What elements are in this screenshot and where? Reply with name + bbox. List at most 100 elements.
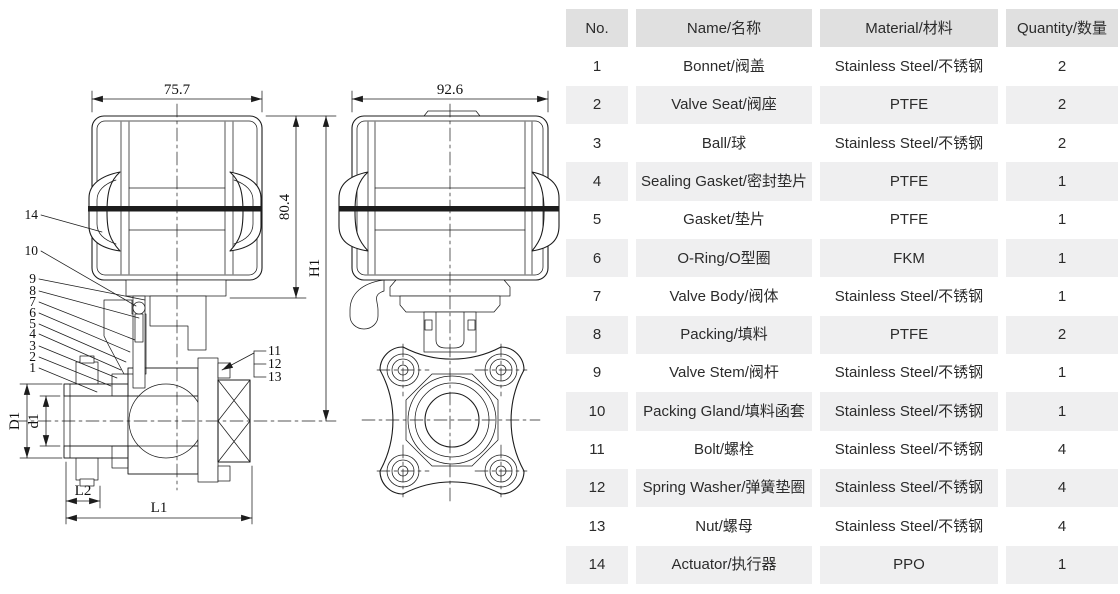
dim-overall-length: L1 [151, 500, 168, 516]
callout-1: 1 [29, 360, 36, 375]
cell-qty: 4 [1006, 468, 1118, 508]
cell-material: Stainless Steel/不锈钢 [834, 517, 984, 535]
cell-qty: 2 [1057, 134, 1067, 152]
callout-3: 3 [29, 338, 36, 353]
cell-name: Valve Stem/阀杆 [669, 364, 779, 382]
packing-gland [132, 301, 146, 315]
cell-qty: 4 [1057, 441, 1067, 459]
cell-name: Sealing Gasket/密封垫片 [636, 162, 812, 201]
actuator-front [88, 115, 263, 281]
cell-no: 12 [566, 468, 628, 508]
callout-7: 7 [29, 294, 36, 309]
dimensions: 75.7 92.6 80.4 H1 D1 d1 [7, 82, 549, 525]
callout-4: 4 [29, 326, 36, 341]
cell-qty: 1 [1006, 238, 1118, 278]
cell-qty: 1 [1057, 211, 1067, 229]
cell-material: Stainless Steel/不锈钢 [834, 57, 984, 75]
callout-10: 10 [25, 243, 39, 258]
cell-no: 8 [566, 315, 628, 354]
callout-14: 14 [25, 207, 39, 222]
bolt-bottom [217, 465, 231, 482]
dim-front-width: 75.7 [164, 82, 191, 98]
dim-actuator-height: 80.4 [277, 193, 293, 220]
centerlines [13, 103, 541, 503]
front-view [63, 115, 263, 487]
cell-no: 2 [566, 85, 628, 124]
header-material: Material/材料 [820, 9, 998, 48]
callout-13: 13 [268, 369, 282, 384]
header-no: No. [566, 9, 628, 48]
bonnet-hatched [103, 299, 147, 375]
cell-material: FKM [820, 238, 998, 278]
dim-total-height: H1 [307, 259, 323, 277]
cell-qty: 1 [1006, 162, 1118, 201]
callout-12: 12 [268, 356, 282, 371]
dim-bore-diameter: d1 [26, 414, 42, 429]
cell-material: Stainless Steel/不锈钢 [820, 392, 998, 431]
cell-name: Packing/填料 [636, 315, 812, 354]
cell-material: PTFE [820, 85, 998, 124]
bolt-top [217, 362, 231, 379]
flange-bore [424, 392, 480, 448]
union-end-section [197, 357, 251, 483]
cable-gland-elbow [349, 279, 385, 330]
cell-no: 1 [592, 57, 602, 75]
cell-material: Stainless Steel/不锈钢 [834, 441, 984, 459]
cell-no: 10 [566, 392, 628, 431]
callout-11: 11 [268, 343, 281, 358]
cell-qty: 1 [1057, 364, 1067, 382]
cell-material: Stainless Steel/不锈钢 [834, 364, 984, 382]
table-row: 9 Valve Stem/阀杆 Stainless Steel/不锈钢 1 [566, 354, 1118, 392]
cell-material: PTFE [820, 315, 998, 354]
actuator-seam-band [88, 206, 262, 212]
callout-6: 6 [29, 305, 36, 320]
dim-thread-length: L2 [75, 483, 92, 499]
cell-no: 6 [566, 238, 628, 278]
cell-no: 5 [592, 211, 602, 229]
dim-side-width: 92.6 [437, 82, 464, 98]
header-name: Name/名称 [636, 9, 812, 48]
callout-9: 9 [29, 271, 36, 286]
cell-qty: 2 [1006, 315, 1118, 354]
cell-no: 9 [592, 364, 602, 382]
cell-no: 3 [592, 134, 602, 152]
cell-name: Spring Washer/弹簧垫圈 [636, 468, 812, 508]
cell-name: Nut/螺母 [695, 517, 753, 535]
cell-material: Stainless Steel/不锈钢 [834, 287, 984, 305]
callout-8: 8 [29, 283, 36, 298]
dim-outer-diameter: D1 [7, 412, 23, 430]
cell-qty: 4 [1057, 517, 1067, 535]
cell-material: PTFE [820, 162, 998, 201]
cell-name: Bolt/螺栓 [693, 441, 754, 459]
callout-2: 2 [29, 349, 36, 364]
callout-5: 5 [29, 316, 36, 331]
mount-bracket-side [389, 279, 511, 353]
cell-qty: 1 [1006, 392, 1118, 431]
cell-qty: 2 [1006, 85, 1118, 124]
actuator-seam-band [339, 206, 559, 212]
cell-qty: 2 [1057, 57, 1067, 75]
valve-technical-drawing: 75.7 92.6 80.4 H1 D1 d1 [7, 82, 560, 525]
cell-name: Valve Seat/阀座 [636, 85, 812, 124]
cell-name: Ball/球 [701, 134, 747, 152]
cell-qty: 1 [1057, 287, 1067, 305]
part-callouts: 14 10 9 8 7 6 5 4 3 2 1 11 12 13 [25, 207, 282, 393]
cell-no: 14 [566, 545, 628, 584]
cell-material: PPO [820, 545, 998, 584]
cell-name: Valve Body/阀体 [669, 287, 779, 305]
